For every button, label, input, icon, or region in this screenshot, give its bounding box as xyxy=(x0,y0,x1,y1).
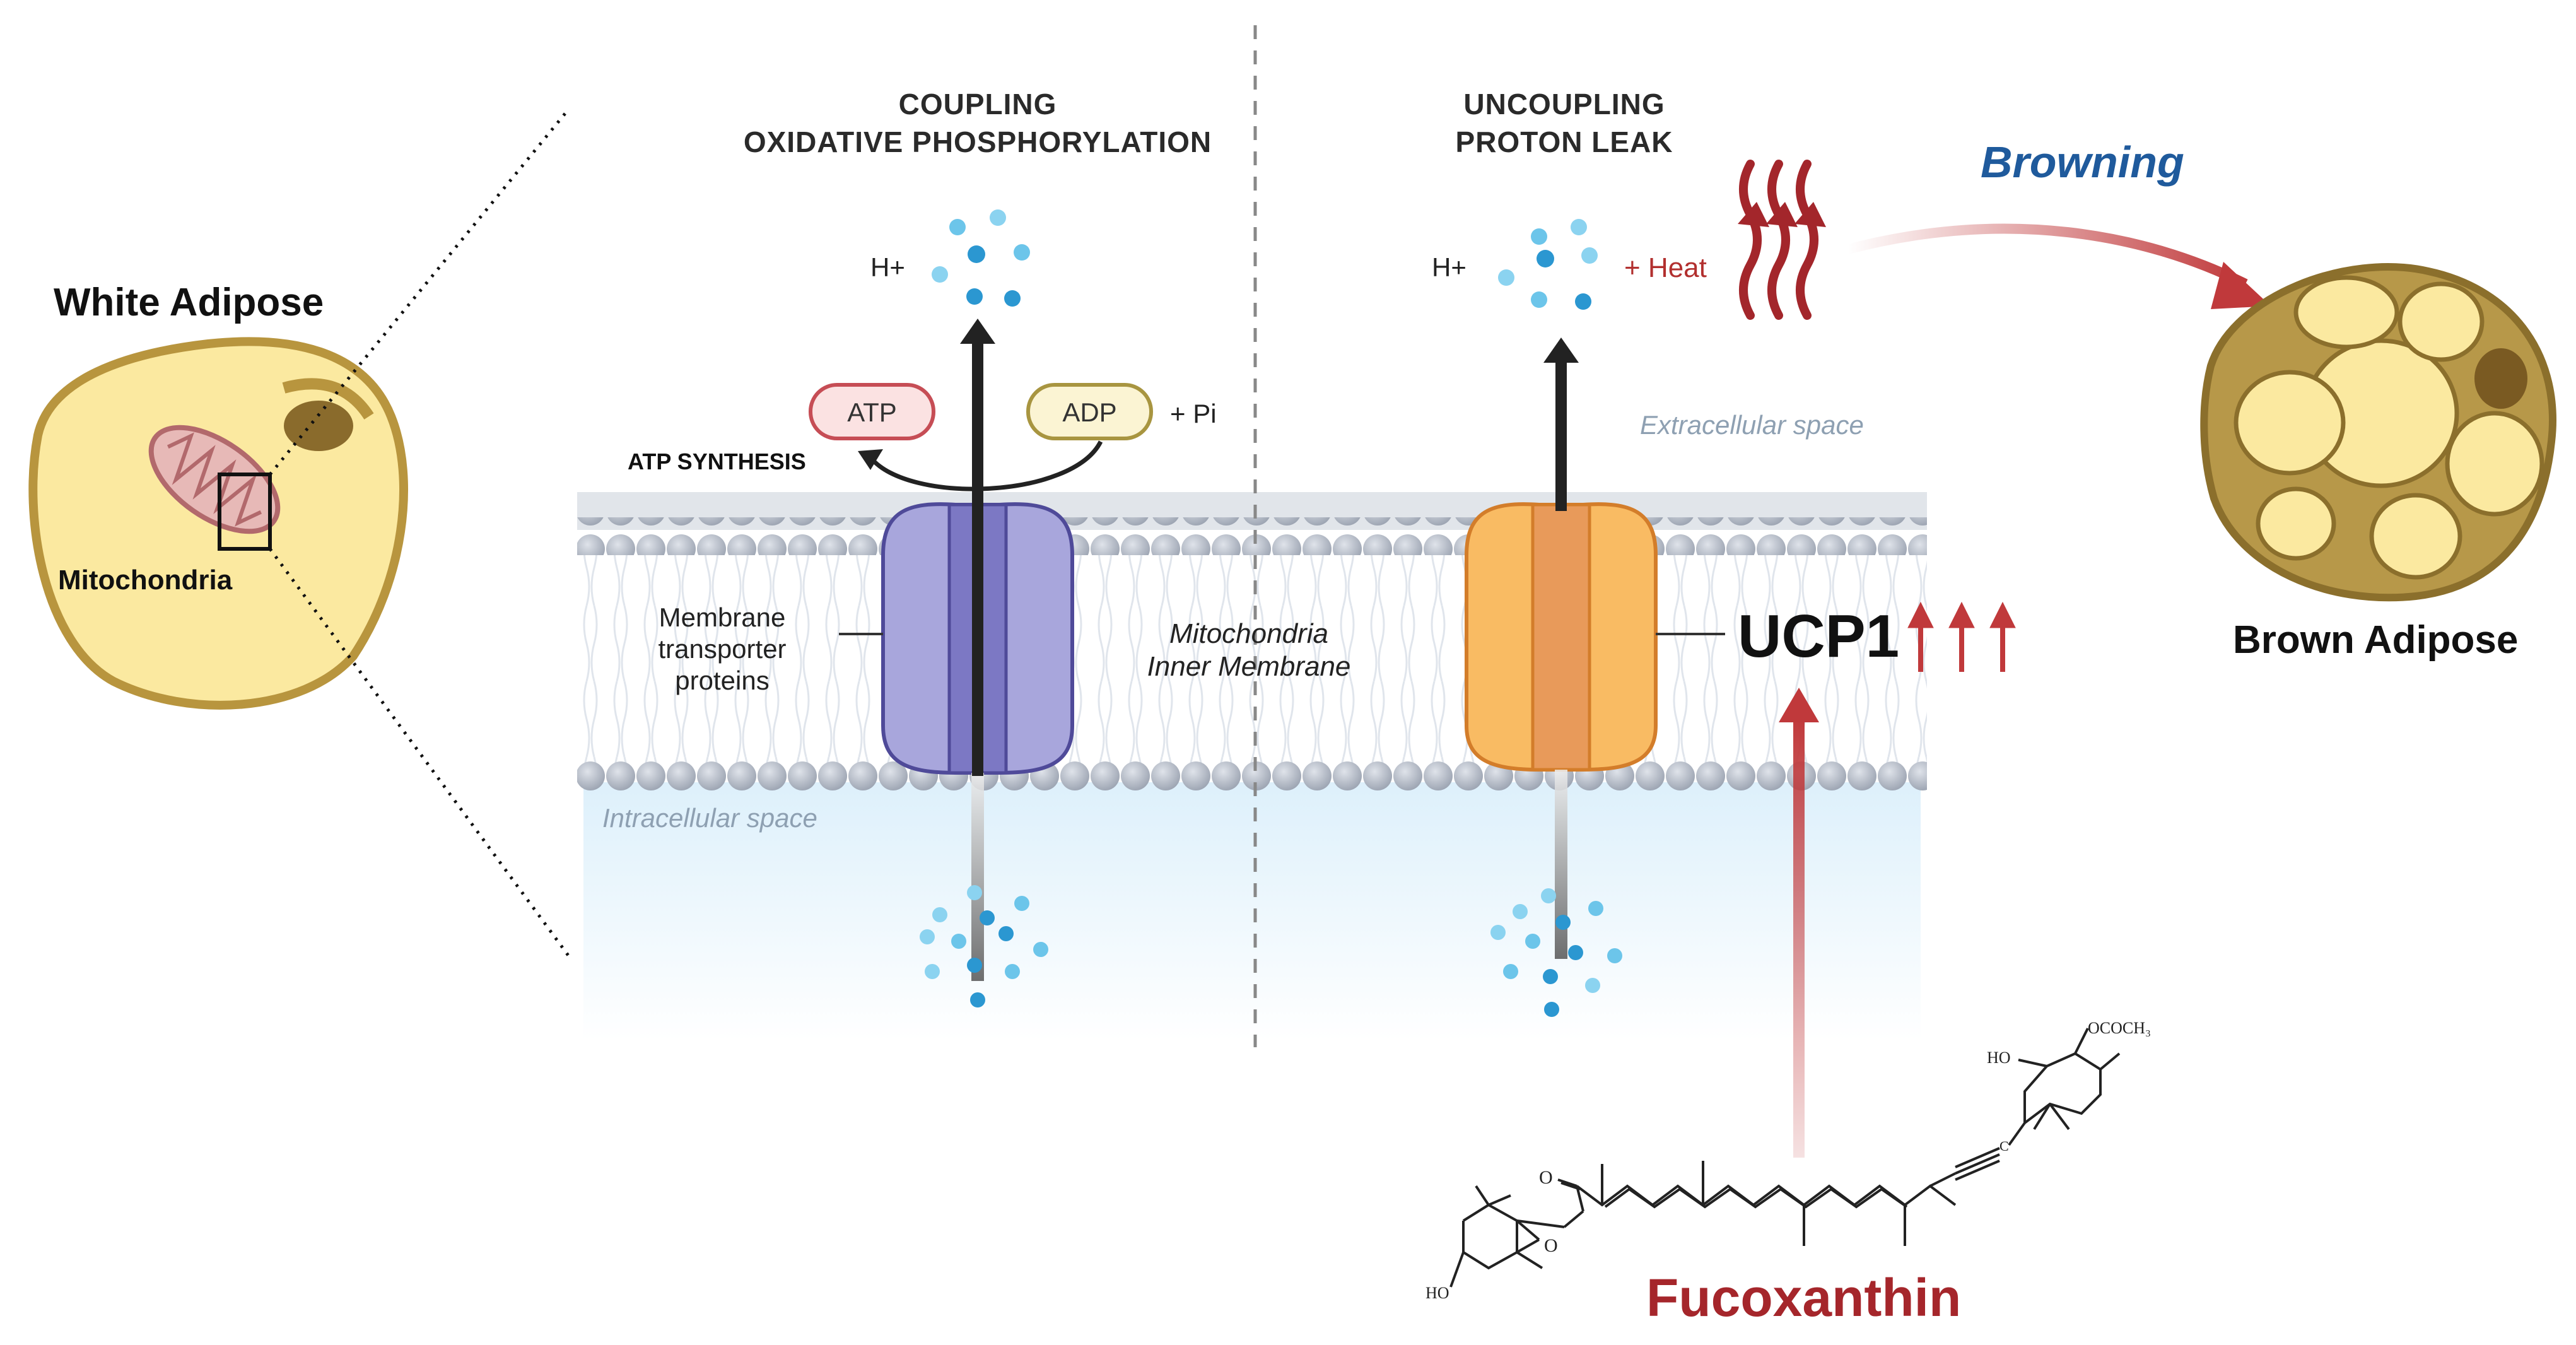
coupling-title-line2: OXIDATIVE PHOSPHORYLATION xyxy=(743,126,1212,158)
heat-icon xyxy=(1739,160,1818,320)
atp-synthesis-arrowhead xyxy=(858,449,883,470)
intracellular-region xyxy=(583,782,1921,1041)
coupling-stem-lower xyxy=(971,773,984,981)
uncoupling-protons-bottom xyxy=(1490,888,1622,1017)
uncoupling-proton-label: H+ xyxy=(1432,252,1467,282)
fucoxanthin-arrow-shaft xyxy=(1793,716,1805,1158)
uncoupling-protons-top xyxy=(1498,219,1598,310)
atp-synthesis-arrow xyxy=(869,440,1103,491)
structure-epoxide-o: O xyxy=(1544,1235,1558,1256)
transporter-label-line2: transporter xyxy=(658,634,787,664)
structure-allene-c: C xyxy=(1999,1138,2009,1154)
brown-adipose-cell xyxy=(2200,263,2556,602)
heat-arrowheads xyxy=(1738,202,1826,227)
mitochondria-label: Mitochondria xyxy=(58,565,233,596)
uncoupling-arrow-head xyxy=(1543,338,1579,363)
pi-label: + Pi xyxy=(1170,399,1217,428)
transporter-label-line3: proteins xyxy=(675,666,770,695)
white-adipose-label: White Adipose xyxy=(54,281,324,324)
structure-ho-top: HO xyxy=(1987,1048,2011,1067)
ucp1-protein xyxy=(1465,502,1658,772)
uncoupling-stem-lower xyxy=(1555,770,1567,959)
zoom-box xyxy=(218,473,272,551)
mitochondrion xyxy=(148,425,281,534)
coupling-arrow-shaft xyxy=(972,341,983,776)
membrane-transporter-protein xyxy=(881,502,1074,775)
brown-adipose-label: Brown Adipose xyxy=(2233,618,2519,662)
fucoxanthin-structure xyxy=(1449,1028,2121,1288)
fucoxanthin-label: Fucoxanthin xyxy=(1646,1268,1962,1327)
atp-label: ATP xyxy=(847,397,897,427)
ucp1-label: UCP1 xyxy=(1738,602,1900,670)
ucp1-upregulation-arrows xyxy=(1907,601,2016,672)
adp-label: ADP xyxy=(1062,397,1117,427)
uncoupling-arrow-shaft xyxy=(1555,360,1567,511)
adp-pill xyxy=(1026,383,1153,440)
coupling-proton-label: H+ xyxy=(870,252,905,282)
structure-carbonyl-o: O xyxy=(1539,1167,1553,1188)
extracellular-label: Extracellular space xyxy=(1640,410,1864,440)
inner-membrane xyxy=(577,492,1927,792)
zoom-line-bottom xyxy=(268,548,573,960)
uncoupling-title-line2: PROTON LEAK xyxy=(1455,126,1673,158)
structure-acetate: OCOCH₃ xyxy=(2088,1019,2152,1037)
browning-label: Browning xyxy=(1981,138,2184,187)
browning-arrow xyxy=(1846,223,2248,289)
uncoupling-title-line1: UNCOUPLING xyxy=(1463,88,1665,120)
browning-arrowhead xyxy=(2211,262,2271,309)
heat-label: + Heat xyxy=(1624,252,1707,283)
inner-membrane-label-line1: Mitochondria xyxy=(1169,618,1328,649)
structure-ho-bottom: HO xyxy=(1426,1284,1449,1302)
inner-membrane-label-line2: Inner Membrane xyxy=(1147,651,1351,682)
atp-pill xyxy=(809,383,935,440)
atp-synthesis-label: ATP SYNTHESIS xyxy=(628,449,806,474)
transporter-label-line1: Membrane xyxy=(659,602,786,632)
coupling-arrow-head xyxy=(960,319,995,344)
coupling-protons-top xyxy=(932,209,1030,307)
coupling-title-line1: COUPLING xyxy=(898,88,1057,120)
fucoxanthin-arrowhead xyxy=(1779,688,1819,722)
intracellular-label: Intracellular space xyxy=(602,803,817,833)
coupling-protons-bottom xyxy=(920,885,1048,1007)
